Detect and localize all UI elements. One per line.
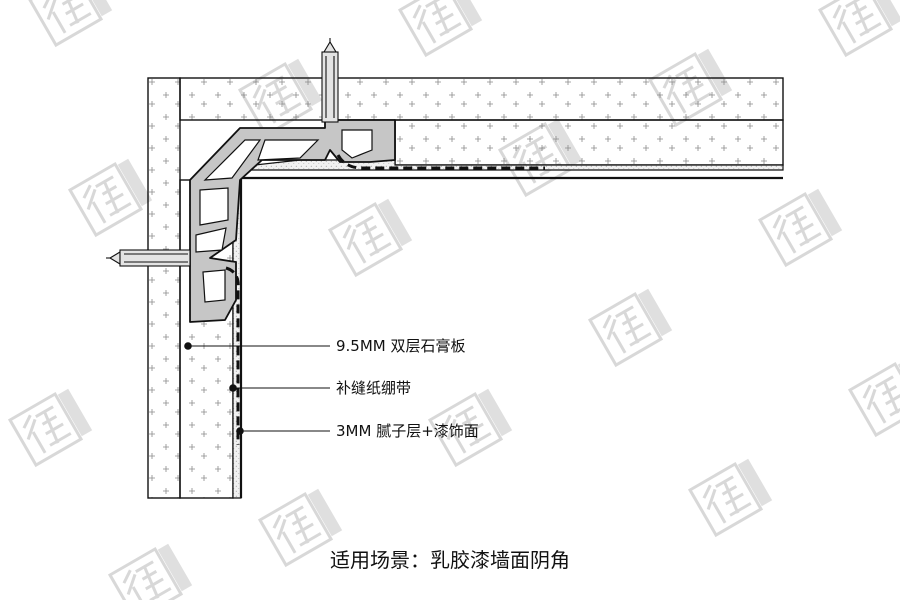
watermark-logo xyxy=(108,540,195,604)
ceiling-board-inner xyxy=(394,119,784,166)
label-paper-tape: 补缝纸绷带 xyxy=(336,379,411,397)
watermark-logo xyxy=(818,0,900,57)
watermark-logo xyxy=(758,185,845,267)
label-putty-finish: 3MM 腻子层+漆饰面 xyxy=(336,422,479,440)
watermark-logo xyxy=(588,285,675,367)
watermark-logo xyxy=(688,455,775,537)
watermark-logo xyxy=(68,155,155,237)
watermark-logo xyxy=(398,0,485,57)
putty-layer xyxy=(232,159,784,499)
wall-board-outer xyxy=(147,77,181,499)
callout-leaders xyxy=(184,342,330,435)
paper-tape xyxy=(225,154,545,445)
screw-top xyxy=(321,38,339,123)
corner-profile xyxy=(189,119,396,323)
label-gypsum-board: 9.5MM 双层石膏板 xyxy=(336,337,466,355)
watermark-logo xyxy=(328,195,415,277)
ceiling-board-outer xyxy=(179,77,784,121)
watermark-logo xyxy=(8,385,95,467)
watermark-logo xyxy=(28,0,115,47)
screw-left xyxy=(106,249,191,267)
watermark-logo xyxy=(848,355,900,437)
diagram-caption: 适用场景：乳胶漆墙面阴角 xyxy=(330,548,570,572)
